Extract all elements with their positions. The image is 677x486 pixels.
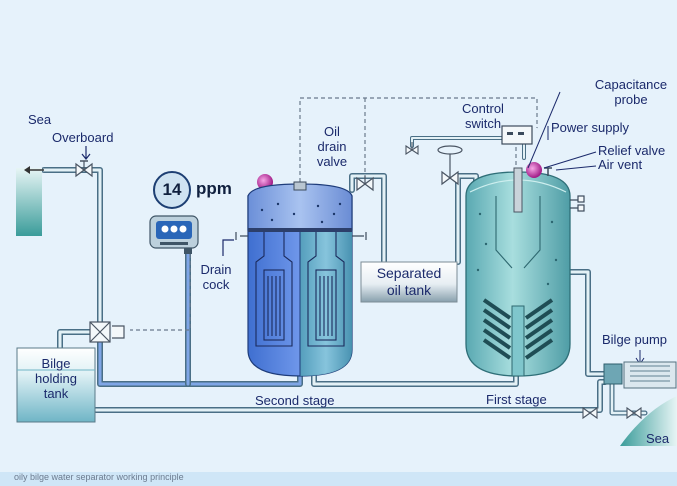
label-air-vent: Air vent — [598, 157, 643, 172]
overboard-valve[interactable] — [75, 160, 93, 178]
caption-strip: oily bilge water separator working princ… — [0, 472, 677, 486]
discharge-valve[interactable] — [626, 406, 642, 420]
label-relief-valve: Relief valve — [598, 143, 666, 158]
label-control-switch-line2: switch — [464, 116, 502, 131]
ppm-value: 14 — [153, 171, 191, 209]
label-overboard: Overboard — [52, 130, 114, 145]
label-capacitance-probe-line2: probe — [614, 92, 648, 107]
separated-oil-tank — [360, 261, 458, 303]
suction-valve[interactable] — [582, 406, 598, 420]
oil-drain-valve[interactable] — [356, 176, 374, 192]
filter-cartridge-right — [307, 232, 345, 347]
bilge-holding-tank — [16, 347, 96, 423]
three-way-valve[interactable] — [89, 321, 125, 343]
control-switch-box[interactable] — [501, 125, 533, 145]
label-control-switch-line1: Control — [462, 101, 504, 116]
caption-text: oily bilge water separator working princ… — [14, 472, 184, 482]
first-stage-separator — [465, 167, 585, 377]
label-oil-drain-valve-line1: Oil — [324, 124, 340, 139]
label-control-switch: Control switch — [456, 101, 510, 131]
relief-valve[interactable] — [526, 162, 542, 178]
label-separated-oil-tank: Separated oil tank — [361, 263, 457, 301]
label-bilge-holding-tank-line3: tank — [43, 386, 69, 401]
label-oil-drain-valve-line2: drain — [317, 139, 347, 154]
label-bilge-pump: Bilge pump — [602, 332, 668, 347]
label-oil-drain-valve-line3: valve — [316, 154, 348, 169]
label-drain-cock-line2: cock — [202, 277, 230, 292]
sea-bottom — [620, 396, 677, 446]
label-pointers — [527, 91, 641, 362]
label-capacitance-probe-line1: Capacitance — [594, 77, 668, 92]
label-sea-bottom: Sea — [646, 431, 670, 446]
overboard-pointer — [81, 146, 91, 160]
label-first-stage: First stage — [486, 392, 547, 407]
label-bilge-holding-tank-line1: Bilge — [41, 356, 71, 371]
ppm-unit: ppm — [196, 179, 232, 198]
sea-top — [16, 166, 44, 236]
control-lines — [130, 97, 538, 331]
label-bilge-holding-tank: Bilge holding tank — [17, 356, 95, 401]
label-bilge-holding-tank-line2: holding — [35, 371, 77, 386]
pressure-gauge-ring — [437, 145, 463, 170]
drain-cock-pointer — [222, 239, 234, 256]
bilge-pump[interactable] — [603, 361, 677, 389]
label-power-supply: Power supply — [551, 120, 630, 135]
vent-valve[interactable] — [405, 142, 419, 156]
first-stage-drain-valve[interactable] — [441, 170, 459, 186]
second-stage-separator — [235, 181, 367, 377]
label-capacitance-probe: Capacitance probe — [588, 77, 674, 107]
label-sea-top: Sea — [28, 112, 52, 127]
oil-content-monitor — [149, 215, 199, 254]
label-oil-drain-valve: Oil drain valve — [314, 124, 350, 169]
filter-cartridge-left — [255, 232, 293, 347]
label-second-stage: Second stage — [255, 393, 335, 408]
label-separated-oil-tank-line1: Separated — [376, 265, 442, 281]
label-separated-oil-tank-line2: oil tank — [386, 282, 432, 298]
label-drain-cock: Drain cock — [196, 262, 236, 292]
monitor-indicator — [161, 225, 169, 233]
label-drain-cock-line1: Drain — [200, 262, 232, 277]
